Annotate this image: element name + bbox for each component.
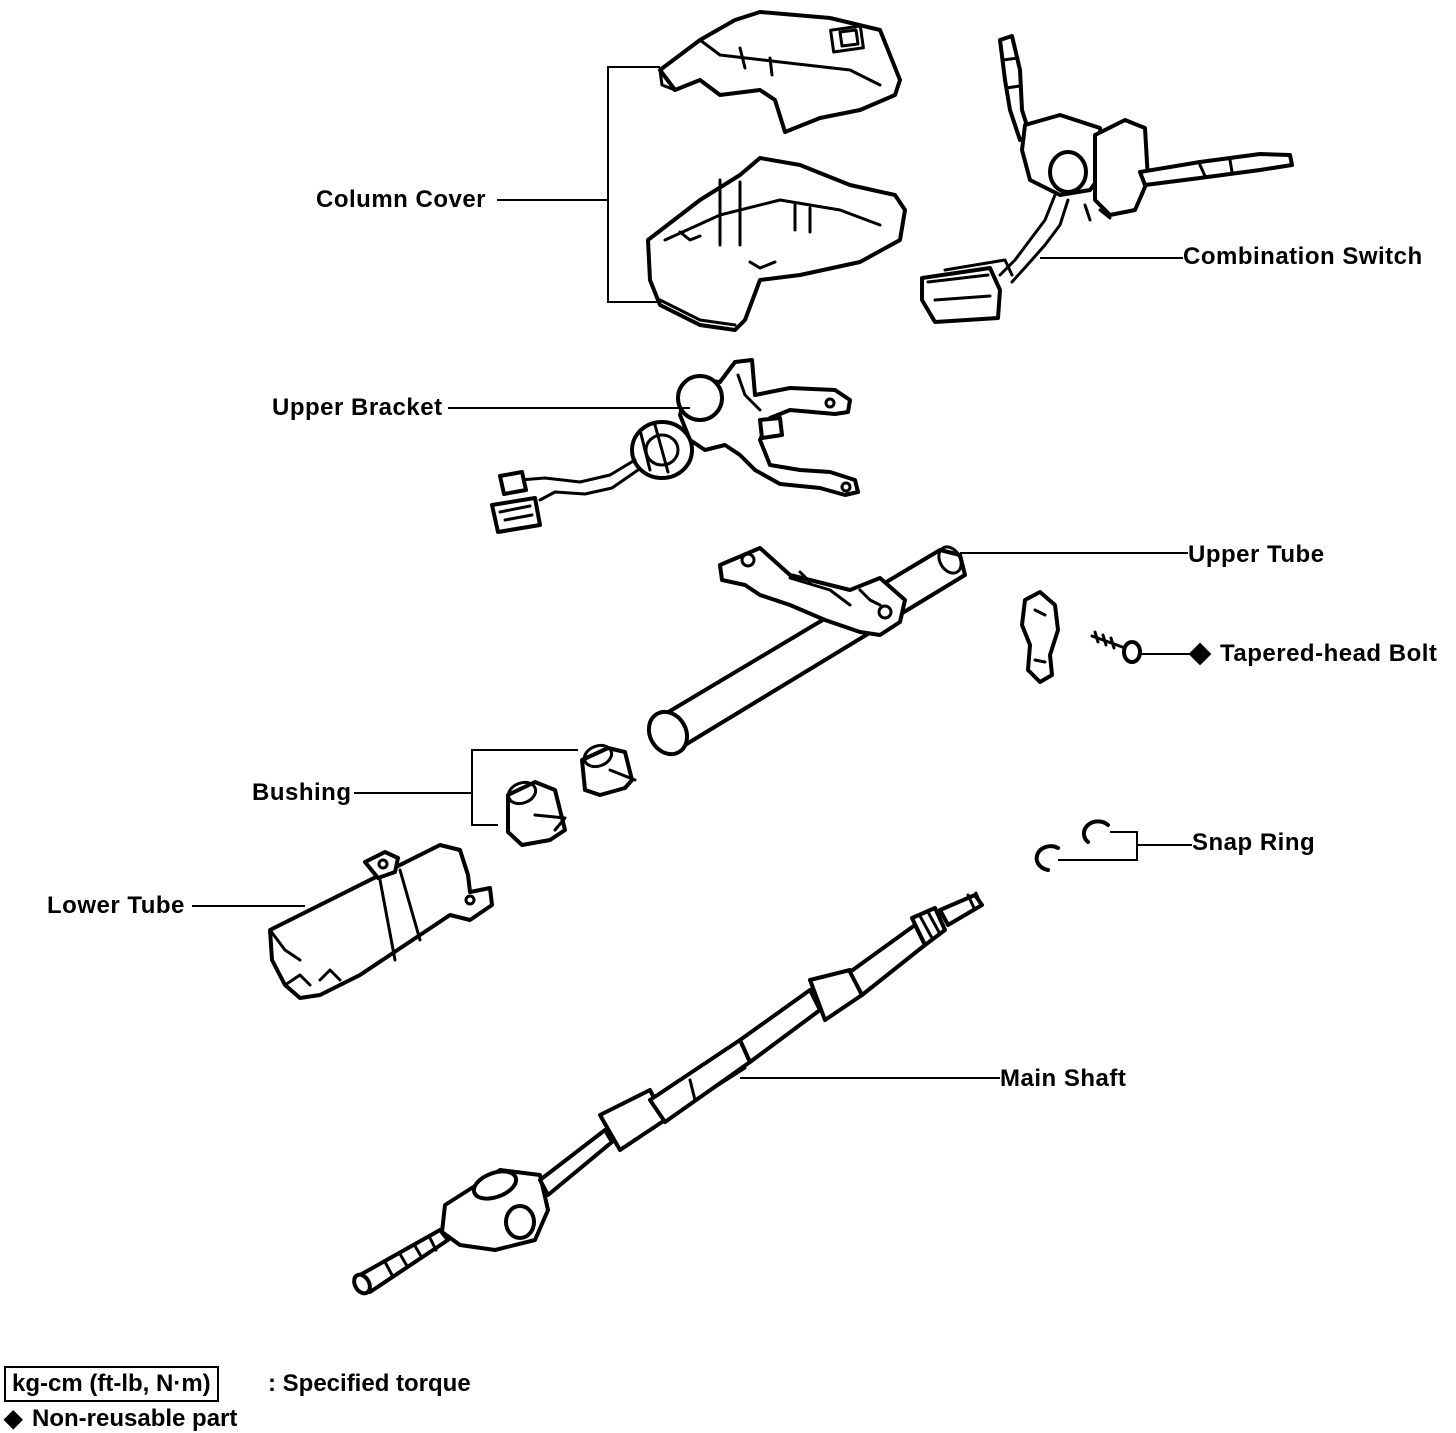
label-column-cover: Column Cover — [316, 186, 487, 213]
label-tapered-head-bolt: Tapered-head Bolt — [1220, 640, 1438, 667]
legend-torque-box: kg-cm (ft-lb, N·m) — [4, 1366, 219, 1402]
column-cover-lower — [646, 156, 907, 332]
label-bushing: Bushing — [252, 779, 352, 806]
label-snap-ring: Snap Ring — [1192, 829, 1316, 856]
label-upper-bracket: Upper Bracket — [272, 394, 443, 421]
bushing-lower — [506, 780, 567, 847]
label-lower-tube: Lower Tube — [47, 892, 185, 919]
column-cover-upper — [658, 10, 902, 134]
legend-nonreusable-icon: ◆ — [4, 1405, 23, 1432]
legend-torque-description: : Specified torque — [268, 1370, 471, 1397]
upper-bracket — [490, 358, 860, 534]
label-main-shaft: Main Shaft — [1000, 1065, 1127, 1092]
main-shaft — [352, 891, 984, 1296]
label-upper-tube: Upper Tube — [1188, 541, 1325, 568]
non-reusable-diamond-icon — [1188, 642, 1212, 666]
column-cover-bracket — [497, 66, 660, 303]
legend-nonreusable-description: Non-reusable part — [32, 1405, 238, 1432]
bolt-plate — [1020, 590, 1060, 684]
tapered-head-bolt — [1090, 630, 1142, 664]
snap-ring-upper — [1081, 819, 1110, 844]
bushing-bracket — [354, 749, 578, 826]
snap-ring-lower — [1034, 844, 1060, 872]
bushing-upper — [580, 743, 637, 797]
combination-switch — [920, 34, 1294, 324]
upper-tube — [646, 545, 967, 757]
lower-tube — [268, 843, 494, 1000]
snap-ring-bracket — [1058, 831, 1192, 861]
label-combination-switch: Combination Switch — [1183, 243, 1423, 270]
